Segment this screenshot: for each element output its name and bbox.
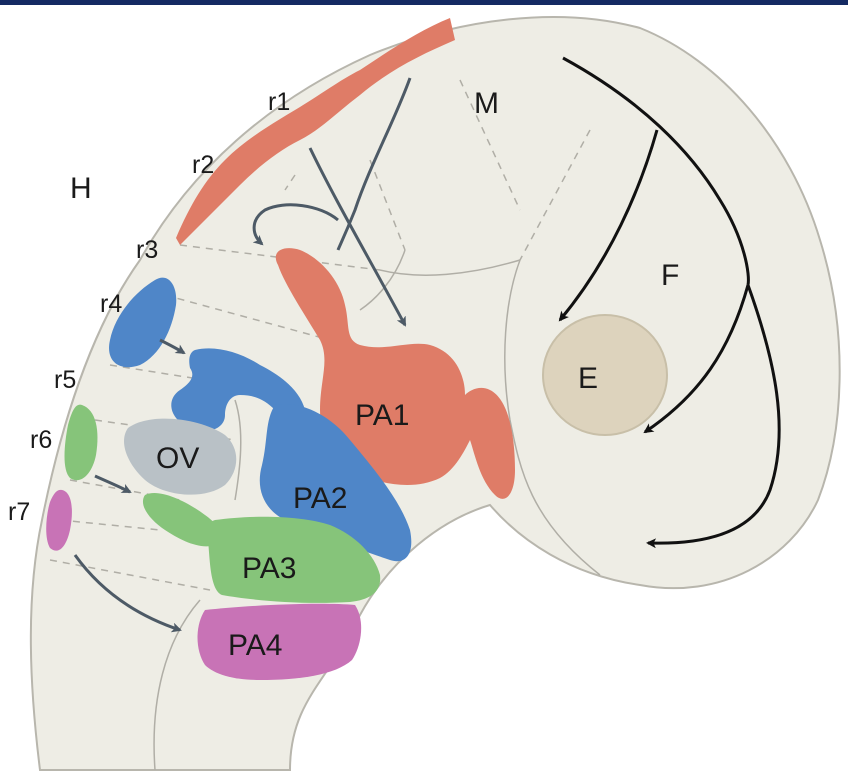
label-pa1: PA1 (355, 399, 409, 432)
label-r3: r3 (136, 236, 158, 264)
r6-stream-arrow (94, 474, 132, 494)
label-pa2: PA2 (293, 482, 347, 515)
otic-vesicle (124, 418, 237, 495)
label-r7: r7 (8, 498, 30, 526)
r4-stream-arrow (159, 338, 186, 355)
label-otic-vesicle: OV (156, 442, 199, 475)
r4-neural-crest-stream (171, 348, 305, 432)
r7-stream-arrow (73, 554, 182, 633)
label-eye: E (578, 362, 598, 395)
label-r2: r2 (192, 151, 214, 179)
label-pa4: PA4 (228, 629, 282, 662)
pharyngeal-arch-3 (207, 516, 381, 603)
label-midbrain: M (474, 87, 499, 120)
rhombomere-r7 (46, 489, 72, 551)
rhombomere-r4 (109, 277, 177, 368)
label-r4: r4 (100, 290, 122, 318)
midbrain-arrow-to-pa1 (308, 147, 407, 327)
label-r6: r6 (30, 426, 52, 454)
label-forebrain: F (661, 259, 679, 292)
top-frame-bar (0, 0, 848, 5)
r6-neural-crest-stream (142, 492, 221, 547)
midbrain-arrow-stem (336, 77, 412, 251)
label-hindbrain: H (70, 172, 92, 205)
rhombomere-r1-r3-band (176, 18, 455, 245)
label-r1: r1 (268, 88, 290, 116)
forebrain-arrow-lower-eye (643, 284, 750, 434)
label-pa3: PA3 (242, 552, 296, 585)
forebrain-arrow-bottom (646, 284, 781, 549)
midbrain-arrow-curl (252, 203, 339, 246)
rhombomere-r6 (64, 404, 98, 481)
forebrain-arrow-to-eye (558, 129, 659, 322)
pharyngeal-arch-4 (197, 603, 362, 680)
eye (542, 314, 668, 436)
label-r5: r5 (54, 366, 76, 394)
forebrain-arrow-trunk (562, 56, 750, 286)
